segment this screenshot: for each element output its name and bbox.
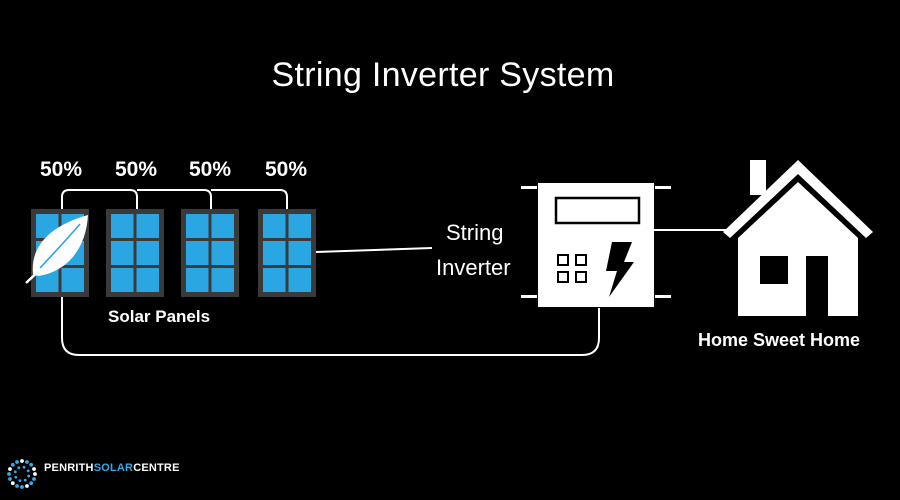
panel-cell	[263, 241, 286, 265]
logo-wordmark: PENRITHSOLARCENTRE	[44, 462, 180, 474]
lightning-bolt-icon	[606, 242, 634, 297]
panel-cell	[288, 214, 311, 238]
panel-2-percentage: 50%	[115, 158, 158, 181]
panel-connectors	[61, 189, 727, 356]
house-icon	[723, 160, 873, 316]
diagram-title: String Inverter System	[271, 56, 615, 94]
home-label: Home Sweet Home	[698, 330, 861, 350]
house-door	[806, 256, 828, 316]
panel-cell	[111, 241, 134, 265]
panel-cell	[263, 214, 286, 238]
panel-cell	[111, 214, 134, 238]
inverter-label-line1: String	[446, 220, 504, 245]
solar-panel-2	[106, 209, 164, 297]
inverter-keypad	[557, 254, 587, 283]
panel-4-percentage: 50%	[265, 158, 308, 181]
connector-1-2	[61, 189, 138, 209]
leaf-icon	[25, 215, 88, 284]
solar-panel-4	[258, 209, 316, 297]
panel-cell	[263, 268, 286, 292]
panel-cell	[211, 268, 234, 292]
panel-1-percentage: 50%	[40, 158, 83, 181]
panel-cell	[136, 214, 159, 238]
house-window	[760, 256, 788, 284]
panel-3-percentage: 50%	[189, 158, 232, 181]
panel-cell	[211, 241, 234, 265]
panel-cell	[111, 268, 134, 292]
panel-cell	[136, 241, 159, 265]
panel-cell	[186, 241, 209, 265]
panel-cell	[136, 268, 159, 292]
inverter-body	[538, 183, 654, 307]
logo-word-solar: SOLAR	[93, 462, 134, 474]
panel-cell	[288, 268, 311, 292]
panel-cell	[211, 214, 234, 238]
panel-cell	[186, 214, 209, 238]
logo-word-centre: CENTRE	[133, 462, 180, 474]
panel-cell	[186, 268, 209, 292]
logo-word-penrith: PENRITH	[44, 462, 94, 474]
return-loop-line	[61, 297, 600, 356]
inverter-display	[554, 196, 641, 225]
solar-panels-label: Solar Panels	[108, 307, 211, 326]
inverter-label-line2: Inverter	[436, 255, 511, 280]
connector-2-3	[136, 189, 212, 209]
panel-cell	[61, 268, 84, 292]
connector-3-4	[211, 189, 288, 209]
string-inverter	[521, 183, 671, 307]
solar-panel-3	[181, 209, 239, 297]
panel-to-inverter-line	[315, 247, 433, 253]
logo-mark-icon	[7, 459, 37, 489]
panel-cell	[288, 241, 311, 265]
